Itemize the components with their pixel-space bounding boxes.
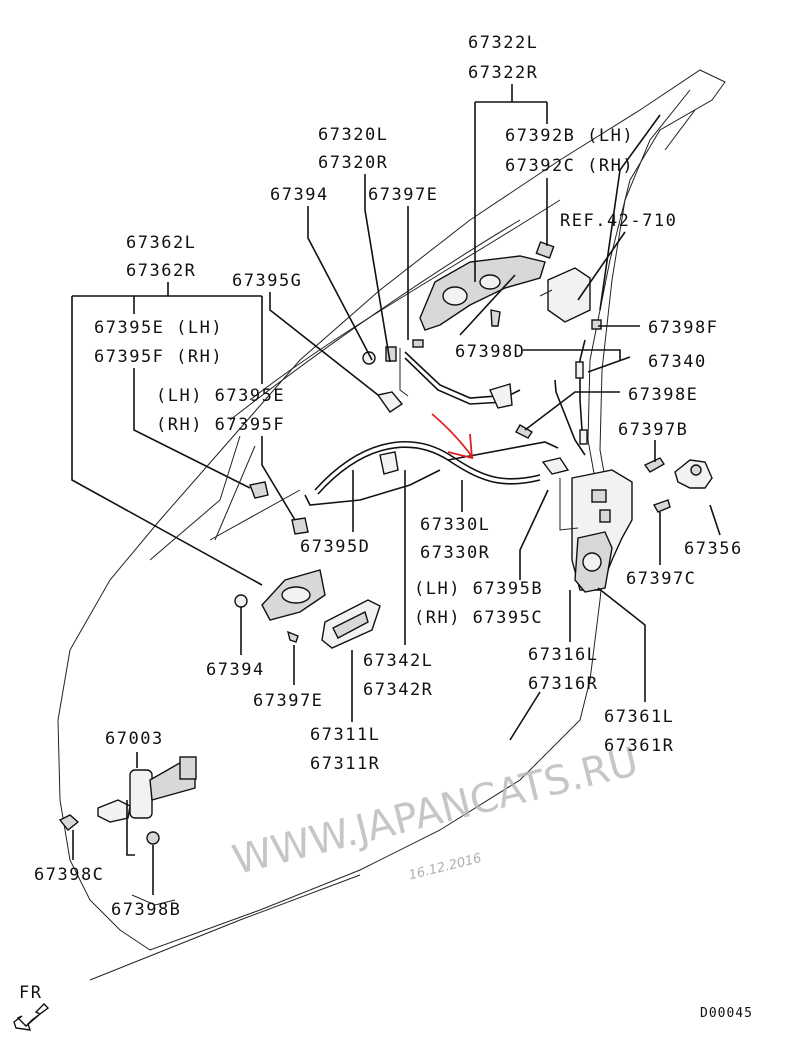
label-67316l: 67316L: [528, 645, 598, 665]
label-67398e: 67398E: [628, 385, 698, 405]
bolt-67397c: [652, 499, 671, 513]
label-67362l: 67362L: [126, 233, 196, 253]
door-outline: [57, 69, 726, 981]
cap-67394-lower: [234, 594, 248, 608]
label-67311l: 67311L: [310, 725, 380, 745]
front-arrow-icon: [13, 1003, 50, 1031]
label-67397e-bottom: 67397E: [253, 691, 323, 711]
inner-handle-escutcheon: [321, 599, 381, 649]
actuator-bracket: [539, 267, 602, 330]
bolt-67398b: [146, 831, 160, 845]
label-67397e-top: 67397E: [368, 185, 438, 205]
label-67342r: 67342R: [363, 680, 433, 700]
label-67395e-mid: (LH) 67395E: [156, 386, 285, 406]
screw-67397e-lower: [286, 630, 299, 643]
label-67320r: 67320R: [318, 153, 388, 173]
bolt-67398c: [58, 814, 80, 831]
label-67311r: 67311R: [310, 754, 380, 774]
label-67361r: 67361R: [604, 736, 674, 756]
diagram-code: D00045: [700, 1006, 753, 1021]
label-67342l: 67342L: [363, 651, 433, 671]
label-67003: 67003: [105, 729, 164, 749]
front-direction-indicator: FR: [13, 983, 50, 1031]
outer-door-handle: [419, 241, 555, 331]
label-67397b: 67397B: [618, 420, 688, 440]
label-67395b: (LH) 67395B: [414, 579, 543, 599]
label-67316r: 67316R: [528, 674, 598, 694]
inner-door-handle: [261, 569, 326, 621]
label-67395e-lh: 67395E (LH): [94, 318, 223, 338]
label-67398f: 67398F: [648, 318, 718, 338]
door-check-67003: [97, 756, 197, 823]
front-label: FR: [19, 983, 42, 1003]
label-67361l: 67361L: [604, 707, 674, 727]
label-67320l: 67320L: [318, 125, 388, 145]
label-67392b: 67392B (LH): [505, 126, 634, 146]
handle-rod-bracket: [362, 339, 521, 413]
label-67394-top: 67394: [270, 185, 329, 205]
label-67395d: 67395D: [300, 537, 370, 557]
inner-handle-cables: [249, 441, 570, 535]
label-67394-bottom: 67394: [206, 660, 265, 680]
door-latch-assembly: [559, 469, 633, 593]
label-67392c: 67392C (RH): [505, 156, 634, 176]
watermark-date: 16.12.2016: [407, 851, 483, 884]
label-67397c: 67397C: [626, 569, 696, 589]
label-67330l: 67330L: [420, 515, 490, 535]
bolt-67398e: [515, 424, 533, 439]
label-67395c: (RH) 67395C: [414, 608, 543, 628]
label-67322r: 67322R: [468, 63, 538, 83]
screw-67398d: [490, 309, 501, 327]
leader-lines: [71, 84, 721, 895]
label-67398b: 67398B: [111, 900, 181, 920]
label-67322l: 67322L: [468, 33, 538, 53]
label-67356: 67356: [684, 539, 743, 559]
label-67395f-rh: 67395F (RH): [94, 347, 223, 367]
label-67395g: 67395G: [232, 271, 302, 291]
label-67395f-mid: (RH) 67395F: [156, 415, 285, 435]
red-arrow-annotation: [431, 413, 474, 460]
striker-67356: [674, 459, 713, 489]
lock-cable: [554, 339, 588, 456]
label-67330r: 67330R: [420, 543, 490, 563]
label-67398c: 67398C: [34, 865, 104, 885]
label-67362r: 67362R: [126, 261, 196, 281]
label-ref-42-710: REF.42-710: [560, 211, 677, 231]
label-67340: 67340: [648, 352, 707, 372]
label-67398d: 67398D: [455, 342, 525, 362]
